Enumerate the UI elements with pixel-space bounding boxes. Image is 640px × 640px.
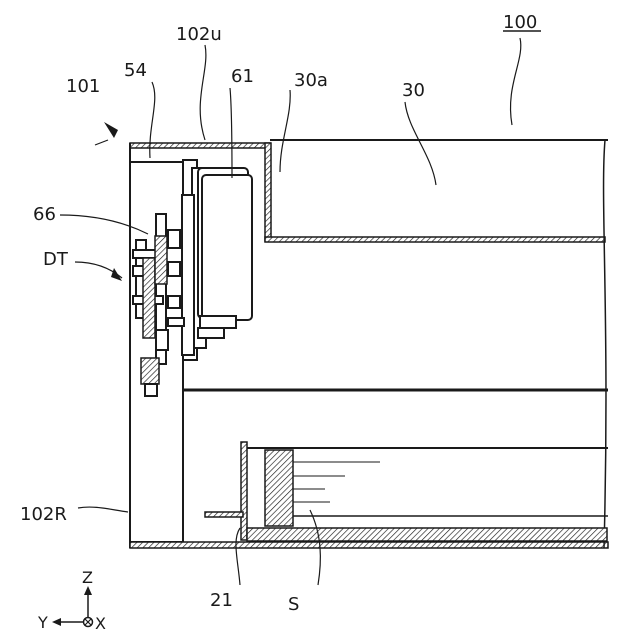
label-dt: DT: [43, 249, 69, 270]
axis-x-label: X: [95, 614, 106, 633]
label-30a: 30a: [294, 70, 328, 91]
axis-indicator: Z Y X: [37, 568, 106, 633]
label-100: 100: [503, 12, 537, 33]
label-101: 101: [66, 76, 100, 97]
label-102r: 102R: [20, 504, 67, 525]
label-61: 61: [231, 66, 254, 87]
module-61: [198, 168, 252, 338]
sheet-tray: [241, 442, 608, 541]
label-21: 21: [210, 590, 233, 611]
stopper-21: [205, 512, 243, 517]
label-102u: 102u: [176, 24, 222, 45]
tray-30: [265, 140, 608, 548]
axis-y-label: Y: [37, 613, 48, 632]
arrow-heads: [104, 122, 122, 281]
bottom-base: [130, 542, 608, 548]
label-s: S: [288, 594, 299, 615]
upper-plate-102u: [130, 143, 270, 148]
label-66: 66: [33, 204, 56, 225]
axis-z-label: Z: [82, 568, 93, 587]
label-30: 30: [402, 80, 425, 101]
label-54: 54: [124, 60, 147, 81]
